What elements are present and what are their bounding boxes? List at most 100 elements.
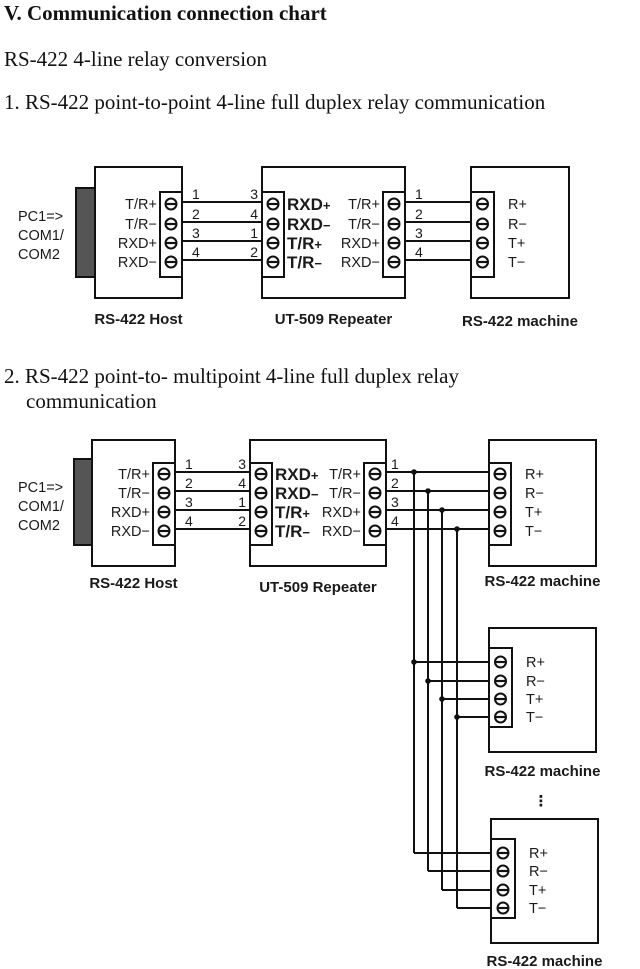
wire-number: 3 (192, 225, 200, 241)
repeater-right-pin-label: RXD− (322, 524, 361, 540)
screw-terminal-icon (494, 655, 507, 669)
host-pin-label: RXD+ (111, 505, 150, 521)
screw-terminal-icon (476, 236, 489, 250)
machine-pin-label: R− (508, 217, 527, 233)
screw-terminal-icon (266, 197, 280, 211)
screw-terminal-icon (254, 486, 268, 500)
wire-number: 1 (185, 456, 193, 472)
wire-number: 3 (238, 456, 246, 472)
wire-number: 1 (250, 225, 258, 241)
host-terminal-block (152, 462, 176, 546)
screw-terminal-icon (157, 505, 171, 519)
machine-terminal-block (470, 191, 495, 278)
junction-dot (411, 659, 417, 665)
pc-label-line: COM2 (18, 518, 60, 534)
repeater-left-pin-label: RXD+ (275, 465, 319, 484)
host-caption: RS-422 Host (89, 575, 177, 592)
wire-number: 1 (192, 186, 200, 202)
screw-terminal-icon (157, 524, 171, 538)
wire-number: 2 (391, 475, 399, 491)
wire-number: 1 (391, 456, 399, 472)
repeater-left-terminal (261, 191, 285, 278)
machine-pin-label: T+ (525, 505, 542, 521)
wire-number: 4 (391, 513, 399, 529)
wire-number: 2 (238, 513, 246, 529)
wire-number: 3 (250, 186, 258, 202)
screw-terminal-icon (254, 524, 268, 538)
host-pin-label: RXD− (111, 524, 150, 540)
screw-terminal-icon (494, 692, 507, 706)
screw-terminal-icon (476, 255, 489, 269)
screw-terminal-icon (496, 883, 510, 897)
wire-number: 2 (192, 206, 200, 222)
junction-dot (454, 714, 460, 720)
screw-terminal-icon (266, 255, 280, 269)
screw-terminal-icon (494, 710, 507, 724)
screw-terminal-icon (164, 255, 178, 269)
repeater-left-pin-label: RXD+ (287, 195, 331, 214)
host-terminal-block (159, 191, 183, 278)
host-pin-label: T/R− (118, 486, 150, 502)
screw-terminal-icon (266, 236, 280, 250)
machine-pin-label: T+ (508, 236, 525, 252)
junction-dot (439, 507, 445, 513)
section1-title: 1. RS-422 point-to-point 4-line full dup… (4, 90, 546, 114)
screw-terminal-icon (157, 486, 171, 500)
serial-connector (75, 187, 96, 278)
repeater-left-pin-label: RXD− (287, 215, 331, 234)
repeater-right-terminal (382, 191, 406, 278)
screw-terminal-icon (164, 197, 178, 211)
repeater-right-pin-label: RXD+ (341, 236, 380, 252)
section2-title-line2: communication (26, 389, 157, 413)
repeater-right-pin-label: T/R+ (348, 197, 380, 213)
repeater-left-pin-label: T/R− (287, 253, 322, 272)
page-heading: V. Communication connection chart (4, 1, 327, 25)
pc-com-label: PC1=> COM1/COM2 (18, 480, 65, 534)
screw-terminal-icon (493, 467, 507, 481)
junction-dot (411, 469, 417, 475)
pc-label-line: PC1=> (18, 480, 63, 496)
wire-number: 2 (250, 244, 258, 260)
machine-caption: RS-422 machine (485, 573, 601, 590)
wire-number: 3 (391, 494, 399, 510)
machine-pin-label: R− (526, 674, 545, 690)
machine-pin-label: R+ (526, 655, 545, 671)
wire-number: 3 (415, 225, 423, 241)
machine-pin-label: R− (529, 864, 548, 880)
repeater-right-pin-label: T/R+ (329, 467, 361, 483)
screw-terminal-icon (494, 674, 507, 688)
host-pin-label: RXD− (118, 255, 157, 271)
wire-number: 4 (415, 244, 423, 260)
host-pin-label: T/R− (125, 217, 157, 233)
machine-pin-label: T+ (529, 883, 546, 899)
screw-terminal-icon (254, 467, 268, 481)
machine-pin-label: R+ (508, 197, 527, 213)
repeater-right-terminal (363, 462, 387, 546)
junction-dot (439, 696, 445, 702)
repeater-right-pin-label: RXD− (341, 255, 380, 271)
wire-number: 4 (192, 244, 200, 260)
subheading: RS-422 4-line relay conversion (4, 47, 268, 71)
serial-connector (73, 458, 93, 546)
junction-dot (425, 678, 431, 684)
screw-terminal-icon (496, 901, 510, 915)
machine-pin-label: T− (508, 255, 525, 271)
screw-terminal-icon (266, 217, 280, 231)
screw-terminal-icon (368, 524, 382, 538)
pc-label-line: COM1/ (18, 228, 65, 244)
host-pin-label: T/R+ (118, 467, 150, 483)
screw-terminal-icon (493, 486, 507, 500)
pc-label-line: COM1/ (18, 499, 65, 515)
section2-title-line1: 2. RS-422 point-to- multipoint 4-line fu… (4, 364, 459, 388)
machine-pin-label: T− (525, 524, 542, 540)
host-pin-label: T/R+ (125, 197, 157, 213)
screw-terminal-icon (254, 505, 268, 519)
screw-terminal-icon (387, 236, 401, 250)
wire-number: 4 (185, 513, 193, 529)
screw-terminal-icon (368, 486, 382, 500)
repeater-caption: UT-509 Repeater (275, 311, 393, 328)
machine-pin-label: T+ (526, 692, 543, 708)
screw-terminal-icon (496, 846, 510, 860)
repeater-right-pin-label: T/R− (348, 217, 380, 233)
repeater-left-pin-label: T/R+ (287, 234, 322, 253)
